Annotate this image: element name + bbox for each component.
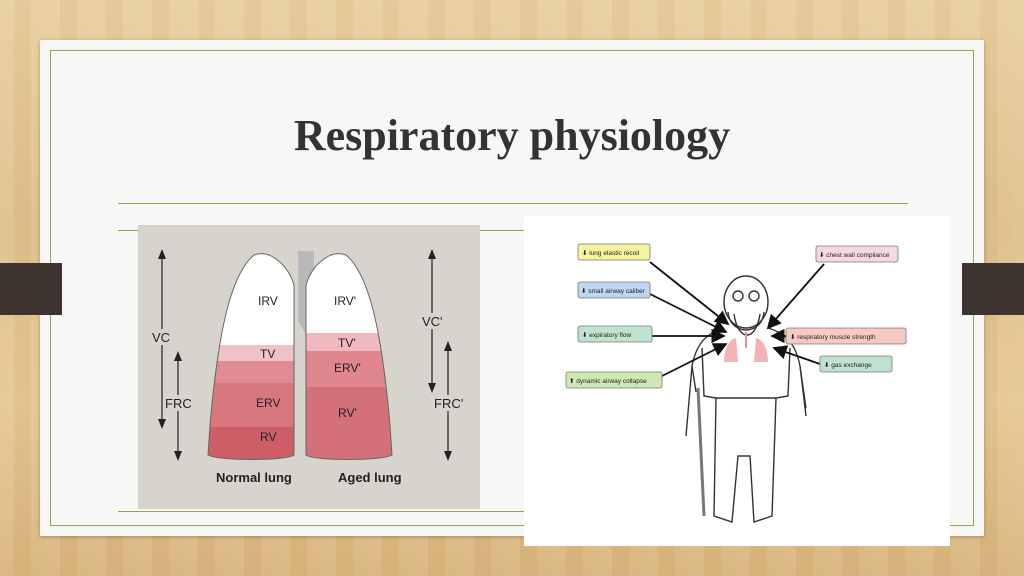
irv-label: IRV [258, 294, 278, 308]
right-tab-decoration [962, 263, 1024, 315]
aged-lung [306, 253, 392, 460]
vc-label: VC [152, 330, 170, 345]
box-dynamic-airway-collapse [565, 371, 663, 389]
box-respiratory-muscle-strength [785, 327, 907, 345]
slide-title: Respiratory physiology [293, 111, 731, 160]
rv-label: RV [260, 430, 276, 444]
irv-prime-label: IRV' [334, 294, 356, 308]
box-small-airway-caliber [577, 281, 651, 299]
left-tab-decoration [0, 263, 62, 315]
label-gas-exchange: ⬇ gas exchange [824, 361, 872, 369]
aged-lung-caption: Aged lung [338, 470, 402, 485]
box-chest-wall-compliance [815, 245, 899, 263]
rv-prime-label: RV' [338, 406, 357, 420]
chest-lungs-icon [724, 332, 768, 362]
lung-volumes-svg: VC FRC VC' FRC' IRV TV ERV RV IRV' TV' E… [150, 249, 468, 485]
label-small-airway-caliber: ⬇ small airway caliber [581, 287, 646, 295]
label-expiratory-flow: ⬇ expiratory flow [582, 331, 631, 339]
label-chest-wall-compliance: ⬇ chest wall compliance [819, 251, 890, 259]
aging-effects-svg: ⬇ lung elastic recoil ⬇ small airway cal… [565, 243, 907, 523]
frc-prime-label: FRC' [434, 396, 463, 411]
content-divider-bottom [118, 511, 908, 512]
aging-effects-figure: ⬇ lung elastic recoil ⬇ small airway cal… [524, 216, 950, 546]
arrow-chest-wall-compliance [766, 263, 825, 330]
box-gas-exchange [819, 355, 893, 373]
box-expiratory-flow [577, 325, 653, 343]
lung-volumes-figure: VC FRC VC' FRC' IRV TV ERV RV IRV' TV' E… [138, 225, 480, 509]
normal-lung-caption: Normal lung [216, 470, 292, 485]
erv-label: ERV [256, 396, 280, 410]
vc-prime-label: VC' [422, 314, 443, 329]
arrow-gas-exchange [772, 345, 821, 365]
tv-label: TV [260, 347, 275, 361]
frc-label: FRC [165, 396, 192, 411]
cane [696, 387, 706, 517]
label-respiratory-muscle-strength: ⬇ respiratory muscle strength [790, 333, 876, 341]
erv-prime-label: ERV' [334, 361, 361, 375]
arrow-small-airway-caliber [649, 293, 728, 333]
label-dynamic-airway-collapse: ⬆ dynamic airway collapse [569, 377, 647, 385]
title-divider [118, 203, 908, 204]
label-lung-elastic-recoil: ⬇ lung elastic recoil [582, 249, 640, 257]
arrow-dynamic-airway-collapse [661, 343, 728, 377]
arrow-lung-elastic-recoil [649, 261, 730, 326]
box-lung-elastic-recoil [577, 243, 651, 261]
content-divider-top [118, 230, 908, 231]
tv-prime-label: TV' [338, 336, 356, 350]
